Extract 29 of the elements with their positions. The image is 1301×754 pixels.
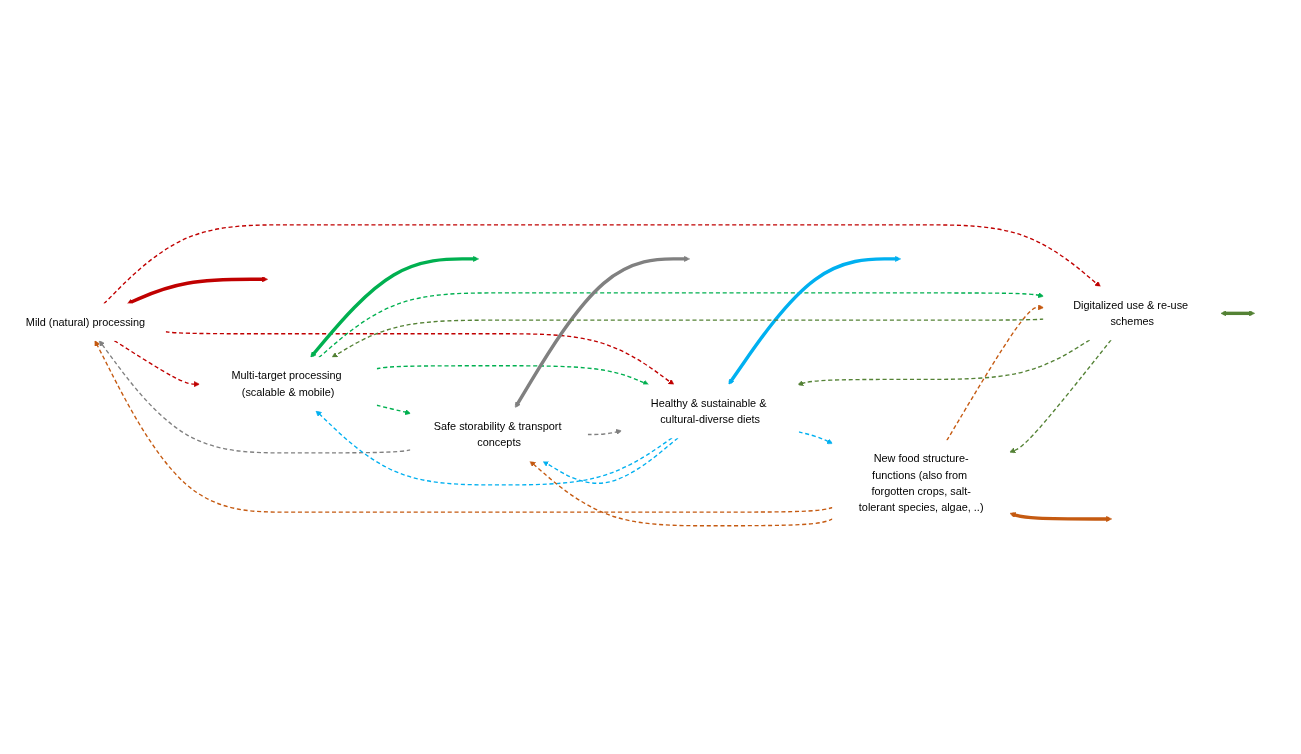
arrow	[1009, 512, 1113, 522]
arrow	[1220, 310, 1255, 317]
node-text: Digitalized use & re-use schemes	[1073, 299, 1189, 327]
node-text: Safe storability & transport concepts	[433, 420, 562, 449]
node-text: New food structure-functions (also from forgotten crops, salt-tolerant species, algae, ..)	[858, 452, 984, 514]
arrow	[1009, 339, 1112, 454]
node-text: Multi-target processing (scalable & mobile)	[231, 369, 342, 398]
arrow	[113, 339, 200, 388]
arrow	[375, 365, 649, 386]
arrow	[315, 410, 673, 486]
node-text: Mild (natural) processing	[25, 316, 146, 328]
arrow	[331, 318, 1045, 358]
arrow	[946, 304, 1044, 442]
arrow	[103, 224, 1101, 305]
arrow	[375, 404, 411, 416]
arrow	[797, 431, 833, 445]
arrow	[514, 255, 690, 408]
arrow	[98, 340, 412, 454]
arrow	[728, 255, 901, 385]
arrow	[586, 429, 622, 436]
arrow	[318, 292, 1044, 359]
arrow	[797, 339, 1091, 387]
node-text: Healthy & sustainable & cultural-diverse diets	[650, 397, 767, 425]
arrow	[164, 331, 675, 386]
arrow	[542, 437, 679, 484]
arrow	[127, 276, 268, 305]
arrow	[529, 460, 834, 527]
arrow	[310, 255, 479, 358]
arrow	[94, 340, 834, 513]
